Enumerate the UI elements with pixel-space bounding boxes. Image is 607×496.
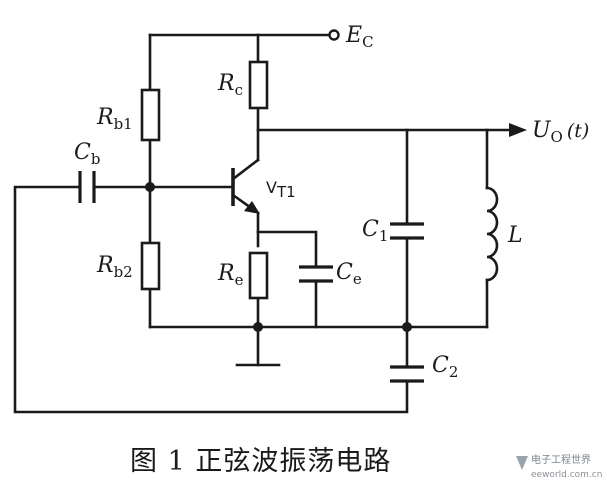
label-ce: Ce <box>336 260 362 288</box>
eeworld-logo-icon <box>516 456 528 470</box>
components <box>78 29 527 383</box>
output-arrow-icon <box>509 123 527 137</box>
label-uo: UO(t) <box>532 118 589 146</box>
component-labels: EC Rb1 Rc Cb VT1 Rb2 Re Ce C1 L C2 <box>74 23 589 381</box>
supply-terminal <box>328 29 340 41</box>
resistor-rb1 <box>140 88 161 142</box>
watermark-url: eeworld.com.cn <box>531 470 602 480</box>
label-c2: C2 <box>432 353 458 381</box>
label-rc: Rc <box>217 71 243 99</box>
ce-top-wire <box>256 230 318 268</box>
watermark-logo: 电子工程世界 eeworld.com.cn <box>516 453 602 480</box>
capacitor-ce <box>299 265 333 283</box>
feedback-wire <box>13 185 409 414</box>
junction-dots <box>145 182 412 332</box>
label-l: L <box>507 223 523 248</box>
resistor-rb2 <box>140 241 161 291</box>
label-ec: EC <box>345 23 374 51</box>
capacitor-c1 <box>390 222 424 240</box>
label-rb1: Rb1 <box>96 105 133 133</box>
capacitor-c2 <box>390 365 424 383</box>
resistor-re <box>248 251 269 300</box>
resistor-rc <box>248 60 269 110</box>
inductor-l <box>485 186 499 282</box>
label-vt1: VT1 <box>266 178 296 201</box>
watermark-logo-text: 电子工程世界 <box>531 453 591 466</box>
transistor-vt1 <box>231 158 260 214</box>
capacitor-cb <box>78 171 96 203</box>
label-rb2: Rb2 <box>96 253 133 281</box>
label-cb: Cb <box>74 140 100 168</box>
label-re: Re <box>217 261 244 289</box>
label-c1: C1 <box>362 217 388 245</box>
figure-caption: 图 1 正弦波振荡电路 <box>130 446 391 477</box>
